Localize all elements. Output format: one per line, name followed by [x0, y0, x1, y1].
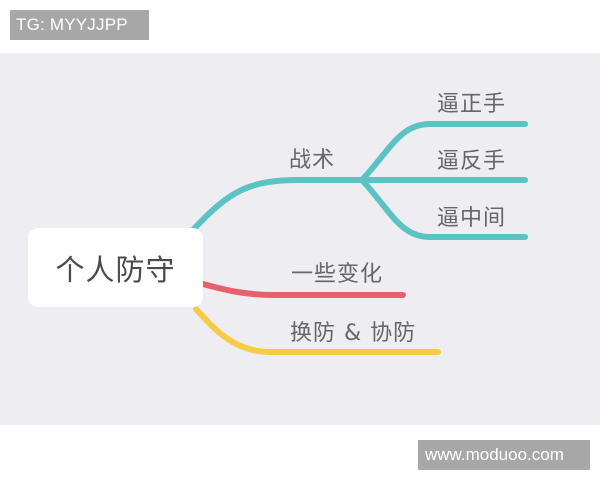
node-force-middle[interactable]: 逼中间: [437, 206, 507, 231]
connector-variations: [200, 281, 406, 298]
connector-switch-help: [193, 306, 441, 355]
root-node[interactable]: 个人防守: [28, 228, 203, 307]
root-node-label: 个人防守: [55, 252, 176, 287]
watermark-bottom: www.moduoo.com: [418, 440, 590, 470]
connector-force-middle: [359, 177, 528, 240]
node-switch-help[interactable]: 换防 & 协防: [290, 321, 417, 346]
connector-tactics: [190, 177, 365, 233]
watermark-top: TG: MYYJJPP: [10, 10, 149, 40]
connector-force-forehand: [359, 121, 528, 183]
node-force-forehand[interactable]: 逼正手: [437, 92, 507, 117]
node-variations[interactable]: 一些变化: [291, 262, 384, 287]
node-tactics[interactable]: 战术: [289, 148, 336, 173]
node-force-backhand[interactable]: 逼反手: [437, 149, 507, 174]
